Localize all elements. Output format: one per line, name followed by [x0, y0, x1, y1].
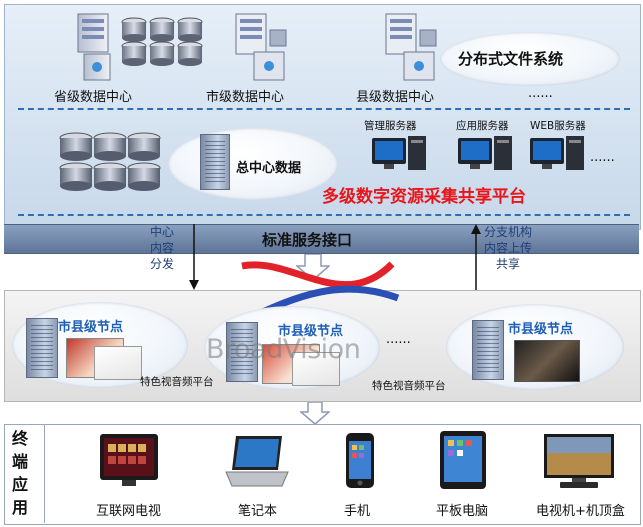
city-datacenter-label: 市级数据中心 — [206, 90, 285, 105]
dfs-cloud — [440, 32, 620, 86]
application-server-icon — [456, 134, 516, 174]
center-distribution-note: 中心 内容 分发 — [150, 225, 175, 271]
band-down-arrow — [295, 253, 331, 281]
top-ellipsis: ...... — [528, 86, 553, 101]
county-datacenter-label: 县级数据中心 — [356, 90, 435, 105]
node-building-icon-center — [226, 322, 258, 382]
city-datacenter-icon — [230, 10, 300, 84]
down-arrow-left — [188, 224, 200, 290]
up-arrow-right — [470, 224, 482, 290]
device-label-laptop: 笔记本 — [238, 504, 278, 519]
province-datacenter-icon — [76, 10, 208, 84]
server-ellipsis: ...... — [590, 150, 615, 165]
node-screenshot-left-2 — [94, 346, 142, 380]
device-label-tv-settop: 电视机+机顶盒 — [536, 504, 625, 519]
device-label-internet-tv: 互联网电视 — [96, 504, 162, 519]
platform-title: 多级数字资源采集共享平台 — [322, 187, 526, 207]
central-building-icon — [200, 134, 230, 190]
node-label-center: 市县级节点 — [278, 324, 344, 339]
management-server-label: 管理服务器 — [364, 120, 417, 132]
tablet-icon — [438, 430, 488, 490]
province-datacenter-label: 省级数据中心 — [54, 90, 133, 105]
branch-upload-note: 分支机构 内容上传 共享 — [484, 225, 533, 271]
divider-dashed-1 — [18, 108, 630, 110]
service-interface-label: 标准服务接口 — [262, 231, 353, 249]
av-platform-label-right: 特色视音频平台 — [372, 380, 446, 392]
central-data-label: 总中心数据 — [236, 161, 302, 176]
node-screenshot-right — [514, 340, 580, 382]
internet-tv-icon — [98, 432, 160, 488]
tv-settop-icon — [542, 432, 616, 490]
device-label-phone: 手机 — [344, 504, 371, 519]
node-building-icon-right — [472, 320, 504, 380]
node-screenshot-center-2 — [292, 352, 340, 386]
node-label-right: 市县级节点 — [508, 322, 574, 337]
application-server-label: 应用服务器 — [456, 120, 509, 132]
device-label-tablet: 平板电脑 — [436, 504, 489, 519]
node-label-left: 市县级节点 — [58, 320, 124, 335]
terminal-side-bar — [4, 424, 45, 523]
management-server-icon — [370, 134, 430, 174]
web-server-label: WEB服务器 — [530, 120, 586, 132]
standard-service-band — [4, 224, 639, 254]
divider-dashed-2 — [18, 214, 630, 216]
web-server-icon — [528, 134, 588, 174]
dfs-label: 分布式文件系统 — [458, 50, 564, 68]
av-platform-label-left: 特色视音频平台 — [140, 376, 214, 388]
middle-ellipsis: ...... — [386, 332, 411, 347]
central-data-cloud — [168, 128, 338, 200]
storage-cluster-icon — [56, 128, 164, 200]
terminal-down-arrow — [298, 401, 332, 425]
phone-icon — [344, 432, 376, 490]
broadvision-watermark: BroadVision — [206, 334, 361, 365]
county-datacenter-icon — [380, 10, 450, 84]
laptop-icon — [224, 434, 290, 490]
node-building-icon-left — [26, 318, 58, 378]
terminal-side-title: 终 端 应 用 — [12, 429, 29, 517]
